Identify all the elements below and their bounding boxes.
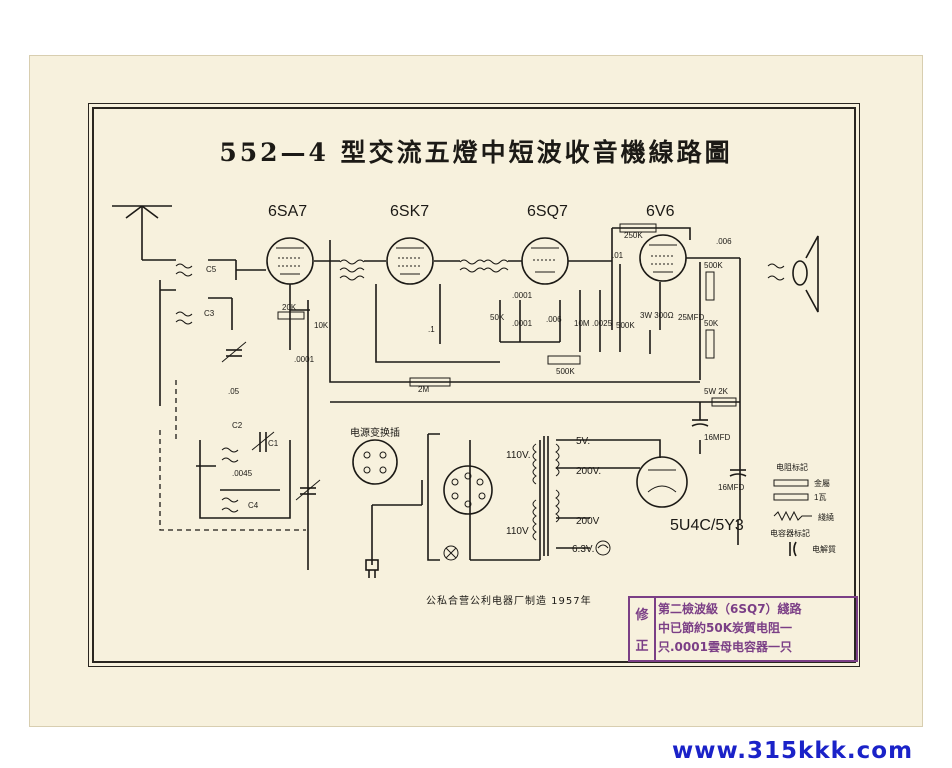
- tube-label-5u4c: 5U4C/5Y3: [670, 517, 744, 534]
- resistor-500k-volume: [547, 355, 581, 365]
- capacitor-16mfd-1: [691, 419, 709, 427]
- tube-label-6sq7: 6SQ7: [527, 203, 568, 220]
- voltage-switch-plug-icon: [352, 439, 398, 485]
- label-0025: .0025: [592, 319, 613, 328]
- label-3w-300: 3W 300Ω: [640, 311, 674, 320]
- tube-6sk7-symbol: [386, 237, 434, 285]
- label-50k: 50K: [704, 319, 719, 328]
- variable-capacitor-osc: [295, 479, 321, 501]
- if-transformer-1: [339, 259, 365, 281]
- label-50k-det: 50K: [490, 313, 505, 322]
- label-5v: 5V.: [576, 436, 590, 447]
- resistor-50k: [705, 329, 715, 359]
- stamp-line-3: 只.0001雲母电容器一只: [658, 640, 792, 654]
- label-006-b: .006: [716, 237, 732, 246]
- tube-6sq7-symbol: [521, 237, 569, 285]
- antenna-icon: [112, 205, 172, 260]
- label-6-3v: 6.3V.: [572, 544, 594, 555]
- resistor-500k-grid: [705, 271, 715, 301]
- oscillator-coils: [221, 447, 239, 513]
- drawing-border: [88, 103, 860, 667]
- label-c5: C5: [206, 265, 217, 274]
- if-transformer-2: [459, 259, 509, 273]
- label-10k: 10K: [314, 321, 329, 330]
- pilot-lamp-icon: [443, 545, 459, 561]
- label-20k: 20K: [282, 303, 297, 312]
- label-006-a: .006: [546, 315, 562, 324]
- speaker-icon: [767, 235, 819, 313]
- tube-6v6-symbol: [639, 234, 687, 282]
- variable-capacitor-main: [221, 341, 247, 363]
- label-500k-a: 500K: [616, 321, 635, 330]
- label-05: .05: [228, 387, 240, 396]
- label-110v-bottom: 110V: [506, 526, 529, 537]
- legend-capacitor-title: 电容器标記: [770, 528, 810, 538]
- label-250k: 250K: [624, 231, 643, 240]
- label-0045: .0045: [232, 469, 253, 478]
- stamp-side-char-1: 修: [635, 608, 649, 623]
- tube-label-6v6: 6V6: [646, 203, 675, 220]
- circuit-wiring: [142, 227, 741, 570]
- resistor-5w-2k: [711, 397, 737, 407]
- label-16mfd-b: 16MFD: [718, 483, 744, 492]
- label-200v-top: 200V.: [576, 466, 601, 477]
- legend-item-wirewound: 綫繞: [818, 512, 834, 522]
- label-200v-bottom: 200V: [576, 516, 600, 527]
- label-0001-c: .0001: [512, 319, 533, 328]
- label-01: .01: [612, 251, 624, 260]
- label-110v-top: 110V.: [506, 450, 530, 461]
- stamp-line-1: 第二檢波級（6SQ7）綫路: [658, 602, 802, 616]
- resistor-20k: [277, 311, 305, 320]
- label-10m: 10M: [574, 319, 590, 328]
- resistor-2m: [409, 377, 451, 387]
- tube-label-6sa7: 6SA7: [268, 203, 307, 220]
- symbol-legend: 电阻标記 金屬 1瓦 綫繞 电容器标記 电解質: [770, 462, 836, 557]
- legend-item-1w: 1瓦: [814, 493, 826, 502]
- resistor-250k: [619, 223, 657, 233]
- manufacturer-line: 公私合营公利电器厂制造 1957年: [426, 596, 592, 607]
- stamp-side-char-2: 正: [635, 639, 649, 654]
- label-500k-b: 500K: [704, 261, 723, 270]
- label-c3: C3: [204, 309, 215, 318]
- correction-stamp: 修 正 第二檢波級（6SQ7）綫路 中已節約50K炭質电阻一 只.0001雲母电…: [628, 596, 858, 662]
- label-25mfd: 25MFD: [678, 313, 704, 322]
- label-0-1: .1: [428, 325, 435, 334]
- dial-lamp-icon: [595, 540, 611, 556]
- capacitor-16mfd-2: [729, 469, 747, 477]
- label-c1: C1: [268, 439, 279, 448]
- tube-6sa7-symbol: [266, 237, 314, 285]
- power-plug-icon: [365, 559, 379, 578]
- website-watermark: www.315kkk.com: [672, 738, 914, 764]
- label-c4: C4: [248, 501, 259, 510]
- label-0001-b: .0001: [512, 291, 533, 300]
- antenna-coils: [175, 263, 193, 325]
- label-5w-2k: 5W 2K: [704, 387, 729, 396]
- voltage-switch-label: 电源变换插: [350, 426, 400, 439]
- schematic-title: 552—4 型交流五燈中短波收音機線路圖: [219, 138, 733, 167]
- tube-label-6sk7: 6SK7: [390, 203, 429, 220]
- schematic-paper: [30, 56, 922, 726]
- stamp-text: 第二檢波級（6SQ7）綫路 中已節約50K炭質电阻一 只.0001雲母电容器一只: [658, 600, 854, 657]
- label-0001-a: .0001: [294, 355, 315, 364]
- label-2m: 2M: [418, 385, 429, 394]
- label-16mfd-a: 16MFD: [704, 433, 730, 442]
- tube-5u4c-symbol: [636, 456, 688, 508]
- variable-capacitor-c1: [251, 431, 275, 452]
- legend-resistor-title: 电阻标記: [776, 462, 808, 472]
- label-500k-volume: 500K: [556, 367, 575, 376]
- label-c2: C2: [232, 421, 243, 430]
- power-transformer: [532, 436, 560, 556]
- legend-item-metal: 金屬: [814, 478, 830, 488]
- voltage-selector-socket: [443, 465, 493, 515]
- legend-item-electrolytic: 电解質: [812, 544, 836, 554]
- stamp-line-2: 中已節約50K炭質电阻一: [658, 621, 792, 635]
- stamp-side-column: 修 正: [630, 598, 656, 660]
